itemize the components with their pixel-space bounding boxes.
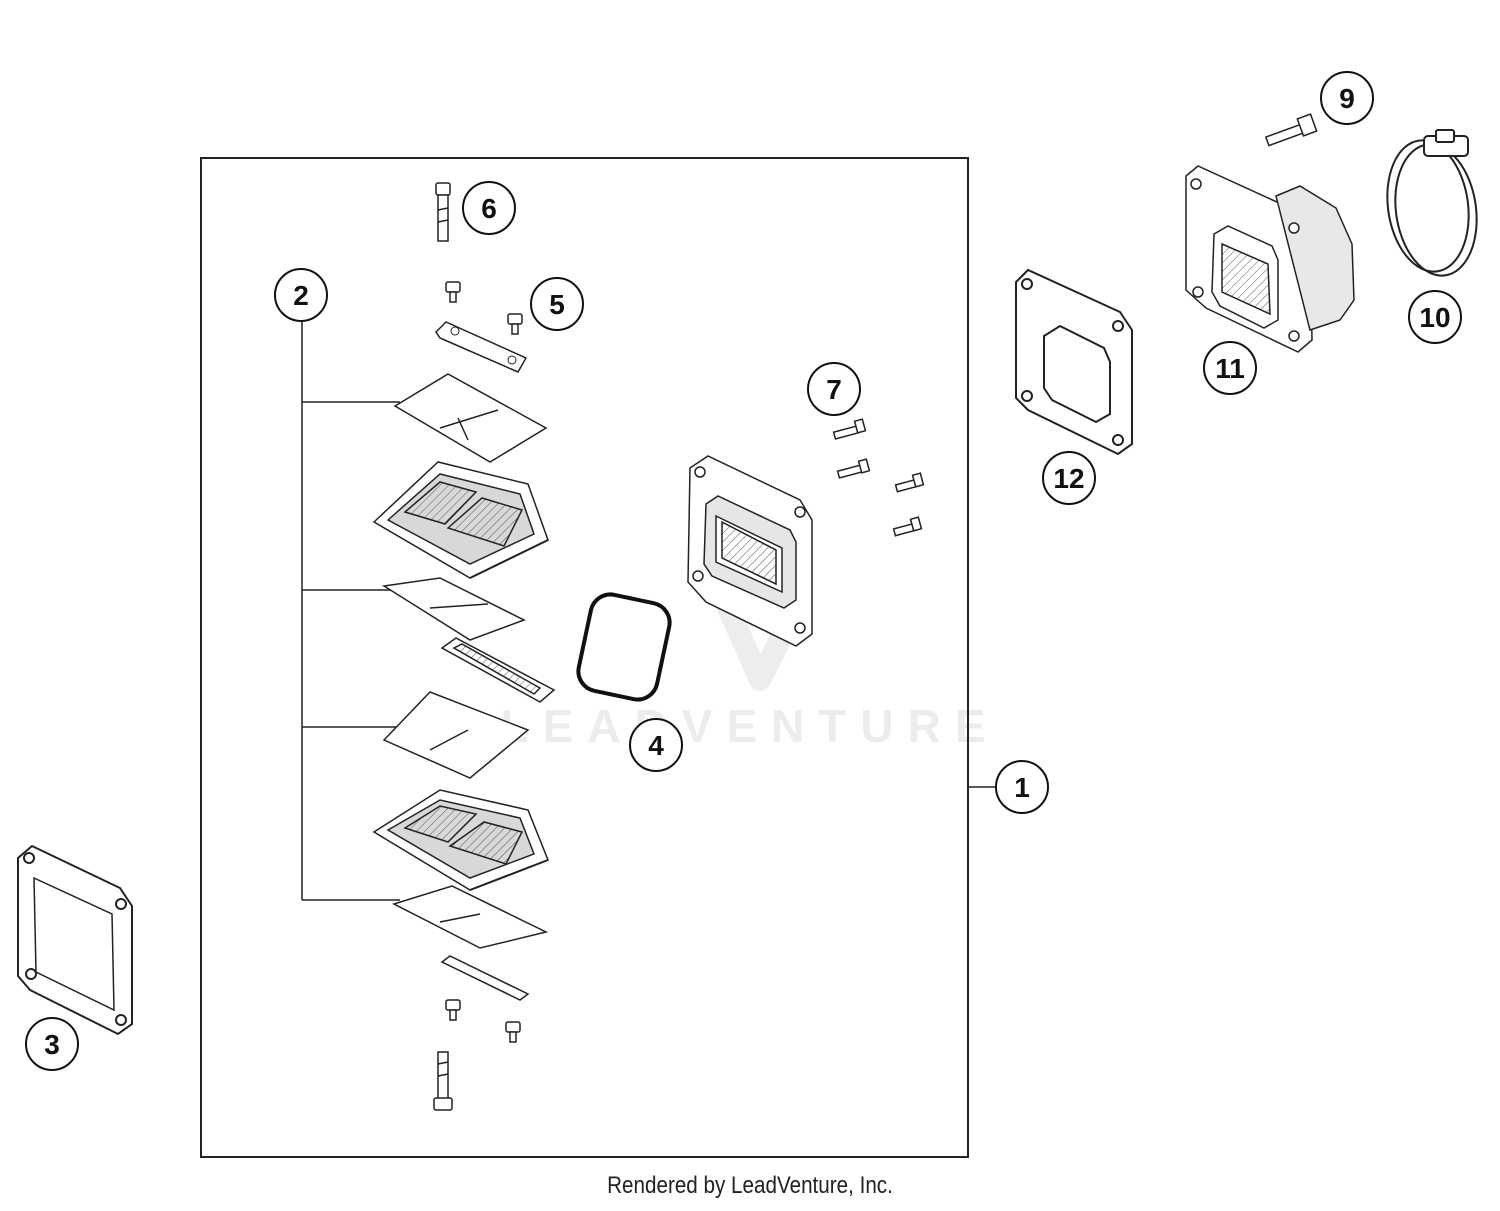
reed-petal-4: [392, 885, 549, 949]
callout-3-label: 3: [44, 1029, 60, 1060]
intake-manifold: [1185, 165, 1355, 353]
footer-credit: Rendered by LeadVenture, Inc.: [607, 1172, 893, 1199]
callout-5-label: 5: [549, 289, 565, 320]
callout-7: 7: [807, 362, 861, 416]
housing-screws: [832, 418, 925, 537]
manifold-bolt: [1264, 113, 1318, 147]
callout-2: 2: [274, 268, 328, 322]
callout-3: 3: [25, 1017, 79, 1071]
separator-plate: [440, 637, 556, 703]
small-screws-top: [445, 281, 523, 335]
small-screws-bottom: [445, 999, 521, 1043]
callout-12: 12: [1042, 451, 1096, 505]
callout-4-label: 4: [648, 730, 664, 761]
callout-10-label: 10: [1419, 302, 1450, 333]
hose-clamp: [1386, 129, 1478, 277]
callout-2-leaders: [301, 322, 400, 901]
retainer-plate-top: [435, 321, 528, 373]
reed-block-housing: [687, 455, 813, 647]
callout-6-label: 6: [481, 193, 497, 224]
gasket-right: [1015, 268, 1133, 456]
long-screw-top: [435, 182, 451, 242]
reed-cage-top: [372, 461, 549, 579]
callout-5: 5: [530, 277, 584, 331]
callout-1-label: 1: [1014, 772, 1030, 803]
reed-petal-2: [381, 577, 526, 641]
callout-9: 9: [1320, 71, 1374, 125]
callout-2-label: 2: [293, 280, 309, 311]
long-screw-bottom: [433, 1051, 453, 1111]
callout-9-label: 9: [1339, 83, 1355, 114]
callout-7-label: 7: [826, 374, 842, 405]
callout-12-label: 12: [1053, 463, 1084, 494]
reed-petal-1: [393, 373, 548, 463]
callout-11: 11: [1203, 341, 1257, 395]
o-ring: [576, 592, 672, 702]
reed-petal-3: [382, 691, 530, 779]
callout-11-label: 11: [1215, 353, 1245, 384]
watermark-text: LEADVENTURE: [500, 700, 999, 752]
callout-4: 4: [629, 718, 683, 772]
callout-10: 10: [1408, 290, 1462, 344]
callout-1: 1: [995, 760, 1049, 814]
retainer-plate-bottom: [440, 955, 530, 1001]
callout-6: 6: [462, 181, 516, 235]
assembly-frame: [200, 157, 969, 1158]
gasket-left: [17, 844, 133, 1036]
reed-cage-bottom: [372, 789, 549, 891]
